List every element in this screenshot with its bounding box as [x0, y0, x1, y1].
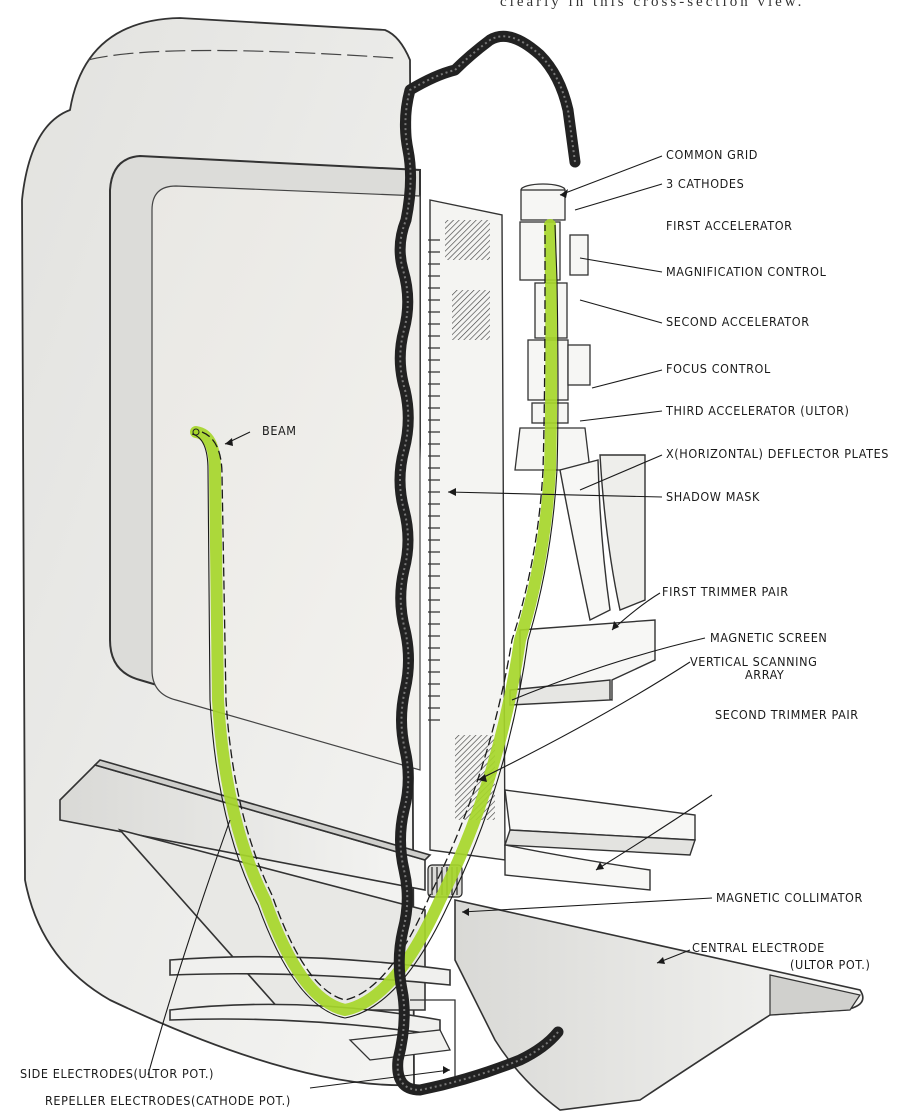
label-side-electrodes: SIDE ELECTRODES(ULTOR POT.) — [20, 1067, 214, 1081]
label-common-grid: COMMON GRID — [666, 148, 758, 162]
label-repeller-electrodes: REPELLER ELECTRODES(CATHODE POT.) — [45, 1094, 291, 1108]
label-first-trimmer-pair: FIRST TRIMMER PAIR — [662, 585, 789, 599]
label-magnetic-screen: MAGNETIC SCREEN — [710, 631, 827, 645]
label-3-cathodes: 3 CATHODES — [666, 177, 744, 191]
label-second-accelerator: SECOND ACCELERATOR — [666, 315, 810, 329]
label-focus-control: FOCUS CONTROL — [666, 362, 771, 376]
label-central-electrode: CENTRAL ELECTRODE — [692, 941, 825, 955]
label-third-accelerator: THIRD ACCELERATOR (ULTOR) — [666, 404, 850, 418]
label-x-deflector-plates: X(HORIZONTAL) DEFLECTOR PLATES — [666, 447, 889, 461]
viewing-screen — [152, 186, 420, 770]
label-array: ARRAY — [745, 668, 784, 682]
label-ultor-pot: (ULTOR POT.) — [790, 958, 870, 972]
label-magnetic-collimator: MAGNETIC COLLIMATOR — [716, 891, 863, 905]
label-shadow-mask: SHADOW MASK — [666, 490, 760, 504]
shadow-mask-teeth — [428, 240, 440, 720]
label-first-accelerator: FIRST ACCELERATOR — [666, 219, 793, 233]
label-beam: BEAM — [262, 424, 297, 438]
label-second-trimmer-pair: SECOND TRIMMER PAIR — [715, 708, 859, 722]
label-magnification-control: MAGNIFICATION CONTROL — [666, 265, 827, 279]
